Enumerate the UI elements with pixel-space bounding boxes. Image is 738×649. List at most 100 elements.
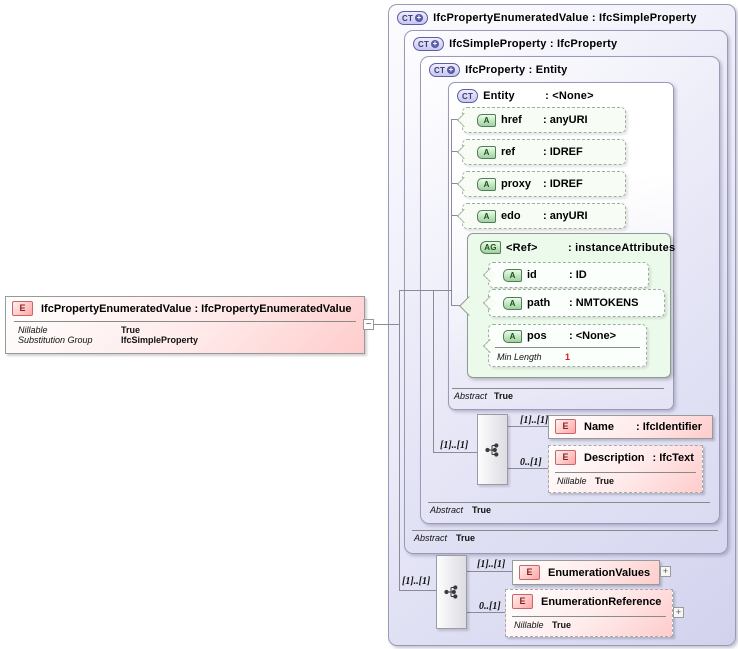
property-row: Nillable True xyxy=(557,476,614,486)
element-name: EnumerationValues xyxy=(548,566,651,579)
complextype-icon: CT+ xyxy=(413,37,445,51)
connector-line xyxy=(451,183,459,184)
element-box-name[interactable]: E Name : IfcIdentifier xyxy=(548,415,713,439)
attribute-box-path[interactable]: A path : NMTOKENS xyxy=(488,289,665,317)
panel-title: IfcPropertyEnumeratedValue : IfcSimplePr… xyxy=(433,12,697,24)
property-value: True xyxy=(552,620,572,630)
attribute-group-icon: AG xyxy=(480,241,501,254)
divider xyxy=(412,530,718,531)
collapse-icon[interactable]: − xyxy=(363,319,374,330)
attribute-box-ref[interactable]: A ref : IDREF xyxy=(462,139,626,165)
attribute-box-edo[interactable]: A edo : anyURI xyxy=(462,203,626,229)
element-icon: E xyxy=(512,594,533,609)
attribute-box-proxy[interactable]: A proxy : IDREF xyxy=(462,171,626,197)
sequence-compositor[interactable] xyxy=(477,414,508,485)
property-value: IfcSimpleProperty xyxy=(121,335,199,345)
attribute-icon: A xyxy=(477,113,496,127)
attribute-icon: A xyxy=(503,296,522,310)
attribute-box-href[interactable]: A href : anyURI xyxy=(462,107,626,133)
attribute-group-name: <Ref> xyxy=(506,241,538,254)
cardinality-label: 0..[1] xyxy=(479,601,501,612)
abstract-row: Abstract True xyxy=(430,505,491,515)
element-icon: E xyxy=(12,301,33,316)
cardinality-label: [1]..[1] xyxy=(402,576,431,587)
attribute-type: : NMTOKENS xyxy=(569,297,639,309)
element-box-enumerationreference[interactable]: E EnumerationReference Nillable True xyxy=(505,589,673,637)
element-type: : IfcText xyxy=(652,451,694,464)
facet-label: Min Length xyxy=(497,352,542,362)
connector-line xyxy=(465,571,512,572)
panel-title: IfcSimpleProperty : IfcProperty xyxy=(449,38,618,50)
cardinality-label: 0..[1] xyxy=(520,457,542,468)
cardinality-label: [1]..[1] xyxy=(477,559,506,570)
expand-icon[interactable]: + xyxy=(673,607,684,618)
connector-line xyxy=(465,612,505,613)
property-label: Nillable xyxy=(557,476,587,486)
connector-line xyxy=(506,426,548,427)
abstract-value: True xyxy=(494,391,514,401)
attribute-icon: A xyxy=(477,177,496,191)
sequence-icon xyxy=(443,585,457,599)
attribute-name: proxy xyxy=(501,178,531,190)
attribute-trunk xyxy=(451,119,452,305)
abstract-value: True xyxy=(472,505,492,515)
connector-line xyxy=(451,119,459,120)
attribute-box-pos[interactable]: A pos : <None> Min Length 1 xyxy=(488,324,647,367)
sequence-compositor[interactable] xyxy=(436,555,467,629)
derived-plus-icon: + xyxy=(415,13,424,22)
element-header: E EnumerationReference xyxy=(506,590,672,609)
attribute-box-id[interactable]: A id : ID xyxy=(488,262,649,288)
attribute-name: pos xyxy=(527,330,547,342)
panel-title: Entity xyxy=(483,90,515,102)
element-icon: E xyxy=(555,450,576,465)
attribute-name: href xyxy=(501,114,522,126)
facet-row: Min Length 1 xyxy=(497,352,570,362)
attribute-icon: A xyxy=(503,329,522,343)
connector-line xyxy=(399,590,436,591)
expand-icon[interactable]: + xyxy=(660,566,671,577)
element-name: Description xyxy=(584,451,645,464)
property-row: Nillable True xyxy=(514,620,571,630)
abstract-label: Abstract xyxy=(430,505,464,515)
panel-title: IfcProperty : Entity xyxy=(465,64,568,76)
panel-header: CT+ IfcPropertyEnumeratedValue : IfcSimp… xyxy=(397,11,697,25)
element-header: E Description : IfcText xyxy=(549,446,702,465)
attribute-icon: A xyxy=(477,209,496,223)
attribute-group-type: : instanceAttributes xyxy=(568,241,676,254)
complextype-icon: CT xyxy=(457,89,479,103)
divider xyxy=(452,388,664,389)
element-header: E Name : IfcIdentifier xyxy=(549,416,712,434)
connector-line xyxy=(433,452,477,453)
attribute-type: : anyURI xyxy=(543,114,588,126)
attribute-name: path xyxy=(527,297,551,309)
element-type: : IfcIdentifier xyxy=(636,420,703,433)
property-row: Substitution Group IfcSimpleProperty xyxy=(18,335,198,345)
element-icon: E xyxy=(519,565,540,580)
panel-header: CT+ IfcSimpleProperty : IfcProperty xyxy=(413,37,617,51)
connector-line xyxy=(374,324,400,325)
attribute-type: : IDREF xyxy=(543,178,583,190)
abstract-label: Abstract xyxy=(454,391,488,401)
element-box-enumerationvalues[interactable]: E EnumerationValues xyxy=(512,560,660,585)
connector-line xyxy=(506,468,548,469)
derived-plus-icon: + xyxy=(447,65,456,74)
abstract-label: Abstract xyxy=(414,533,448,543)
attribute-group-header: AG <Ref> : instanceAttributes xyxy=(480,241,675,254)
attribute-name: ref xyxy=(501,146,516,158)
attribute-type: : ID xyxy=(569,269,587,281)
element-box-description[interactable]: E Description : IfcText Nillable True xyxy=(548,445,703,493)
element-title: IfcPropertyEnumeratedValue : IfcProperty… xyxy=(41,302,352,315)
property-label: Substitution Group xyxy=(18,335,93,345)
element-box-ifcpropertyenumeratedvalue[interactable]: E IfcPropertyEnumeratedValue : IfcProper… xyxy=(5,296,365,354)
property-row: Nillable True xyxy=(18,325,140,335)
element-header: E EnumerationValues xyxy=(513,561,659,580)
element-name: EnumerationReference xyxy=(541,595,662,608)
connector-line xyxy=(451,215,459,216)
abstract-row: Abstract True xyxy=(414,533,475,543)
divider xyxy=(428,502,710,503)
element-icon: E xyxy=(555,419,576,434)
property-value: True xyxy=(121,325,141,335)
attribute-name: edo xyxy=(501,210,521,222)
connector-line xyxy=(451,305,462,306)
